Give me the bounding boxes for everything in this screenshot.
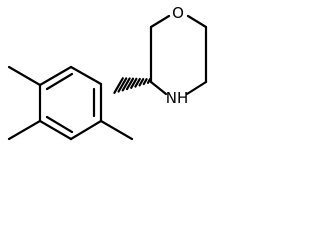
hash-line-9 [113, 77, 124, 94]
double-bond-inner-2 [45, 72, 74, 91]
bond-ar1-ar2 [69, 65, 103, 86]
hash-line-3 [138, 77, 145, 87]
morpholine-ring [149, 14, 208, 96]
bond-c5-n [185, 80, 208, 96]
nitrogen-atom-label: NH [166, 89, 189, 107]
oxygen-atom-label: O [172, 4, 184, 22]
double-bond-inner-3 [45, 115, 74, 134]
hash-line-6 [125, 77, 135, 91]
bond-ar5-ar6 [69, 119, 103, 141]
bond-o-c6 [186, 14, 208, 29]
bond-ar4-ar5 [38, 119, 73, 141]
bond-ar2-ar3 [38, 65, 73, 87]
bond-c2-o [149, 14, 171, 29]
methyl-bond-ar6 [99, 119, 134, 141]
canvas-background [0, 0, 216, 154]
benzene-ring [38, 65, 103, 141]
hash-line-5 [130, 77, 138, 89]
methyl-bond-ar4 [7, 119, 42, 141]
hash-line-7 [121, 77, 131, 92]
bond-n-c3 [149, 80, 168, 96]
hash-line-4 [134, 77, 141, 88]
hash-line-1 [146, 78, 152, 84]
methyl-groups [7, 65, 134, 141]
stereo-hashed-bond [113, 77, 152, 94]
hash-line-2 [142, 78, 148, 86]
hash-line-8 [117, 77, 128, 93]
methyl-bond-ar3 [7, 65, 42, 87]
molecule-structure: O NH [0, 0, 216, 154]
